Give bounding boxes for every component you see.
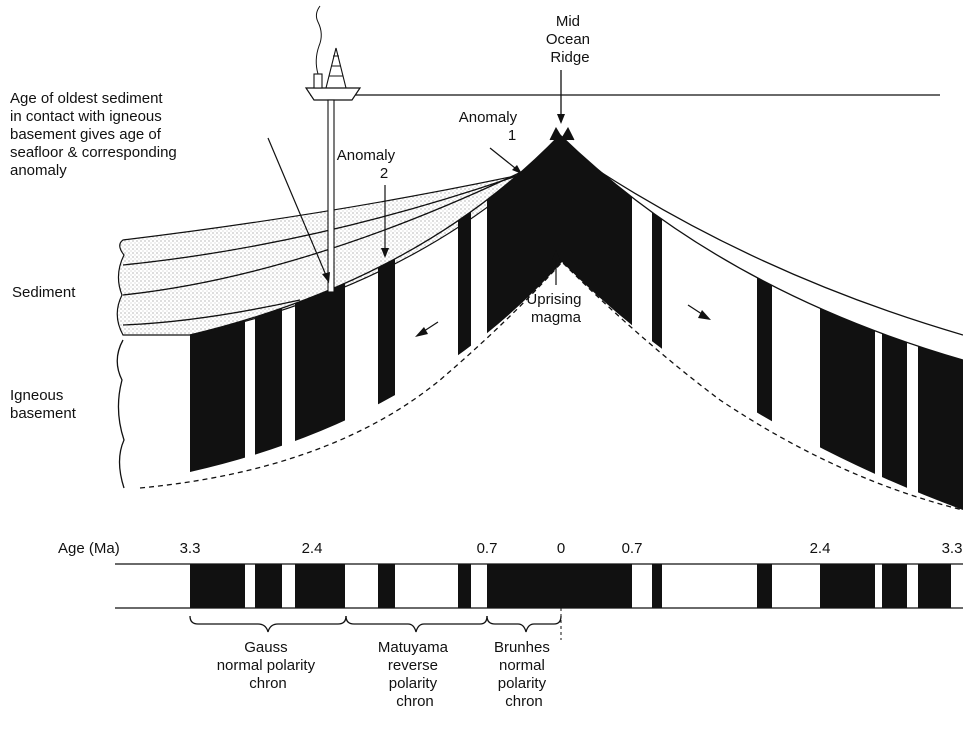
label-ridge-line: Mid (556, 13, 580, 30)
drill-ship-icon (304, 5, 362, 101)
sediment-layer-line (122, 299, 301, 326)
label-igneous-line: basement (10, 405, 77, 422)
sediment-layer (116, 144, 561, 336)
arrow-spread-right (687, 304, 711, 320)
label-oldest-sediment-line: anomaly (10, 162, 67, 179)
label-ridge: Mid Ocean Ridge (546, 13, 594, 66)
arrow-uprising-magma (552, 250, 560, 285)
label-anomaly1-line: 1 (508, 127, 516, 144)
chron-label-line: chron (249, 675, 287, 692)
chron-label-line: polarity (498, 675, 547, 692)
age-tick: 0.7 (622, 540, 643, 557)
chron-label-line: chron (505, 693, 543, 710)
label-anomaly1-line: Anomaly (459, 109, 518, 126)
chron-label-line: Brunhes (494, 639, 550, 656)
label-ridge-line: Ridge (550, 49, 589, 66)
label-uprising-line: magma (531, 309, 582, 326)
label-anomaly1: Anomaly 1 (459, 109, 522, 144)
label-anomaly2: Anomaly 2 (337, 147, 400, 182)
chron-label-matuyama: Matuyama reverse polarity chron (378, 639, 452, 710)
age-tick: 3.3 (942, 540, 963, 557)
label-anomaly2-line: Anomaly (337, 147, 396, 164)
label-oldest-sediment-line: seafloor & corresponding (10, 144, 177, 161)
arrow-oldest-sediment (267, 137, 330, 283)
chron-label-line: Gauss (244, 639, 287, 656)
chron-label-line: chron (396, 693, 434, 710)
label-sediment: Sediment (12, 284, 76, 301)
seafloor-line (559, 144, 963, 336)
arrow-spread-left (415, 321, 439, 337)
label-oldest-sediment-line: basement gives age of (10, 126, 162, 143)
age-axis-title: Age (Ma) (58, 540, 120, 557)
label-uprising-line: Uprising (526, 291, 581, 308)
age-tick: 0.7 (477, 540, 498, 557)
chron-label-line: normal polarity (217, 657, 316, 674)
chron-label-gauss: Gauss normal polarity chron (217, 639, 320, 692)
label-oldest-sediment: Age of oldest sediment in contact with i… (10, 90, 181, 179)
basement-left-edge (116, 339, 125, 489)
label-ridge-line: Ocean (546, 31, 590, 48)
crust-bottom-outline (139, 261, 963, 511)
age-tick: 3.3 (180, 540, 201, 557)
chron-label-line: polarity (389, 675, 438, 692)
chron-label-brunhes: Brunhes normal polarity chron (494, 639, 554, 710)
drill-pipe (327, 99, 335, 293)
arrow-ridge (557, 70, 565, 124)
sediment-layer-line (122, 162, 541, 296)
age-tick: 0 (557, 540, 565, 557)
label-igneous-basement: Igneous basement (10, 387, 77, 422)
label-igneous-line: Igneous (10, 387, 63, 404)
age-tick: 2.4 (810, 540, 831, 557)
arrow-anomaly2 (381, 185, 389, 258)
label-oldest-sediment-line: Age of oldest sediment (10, 90, 163, 107)
chron-brace-gauss (189, 615, 347, 633)
label-oldest-sediment-line: in contact with igneous (10, 108, 162, 125)
sediment-layer-line (122, 171, 529, 266)
label-anomaly2-line: 2 (380, 165, 388, 182)
chron-brace-matuyama (345, 615, 488, 633)
chron-label-line: reverse (388, 657, 438, 674)
arrow-anomaly1 (489, 147, 522, 174)
age-tick: 2.4 (302, 540, 323, 557)
chron-brace-brunhes (486, 615, 562, 633)
chron-label-line: normal (499, 657, 545, 674)
polarity-timescale-bar (115, 563, 963, 609)
ridge-crest (549, 126, 575, 141)
label-uprising-magma: Uprising magma (526, 291, 585, 326)
chron-label-line: Matuyama (378, 639, 449, 656)
